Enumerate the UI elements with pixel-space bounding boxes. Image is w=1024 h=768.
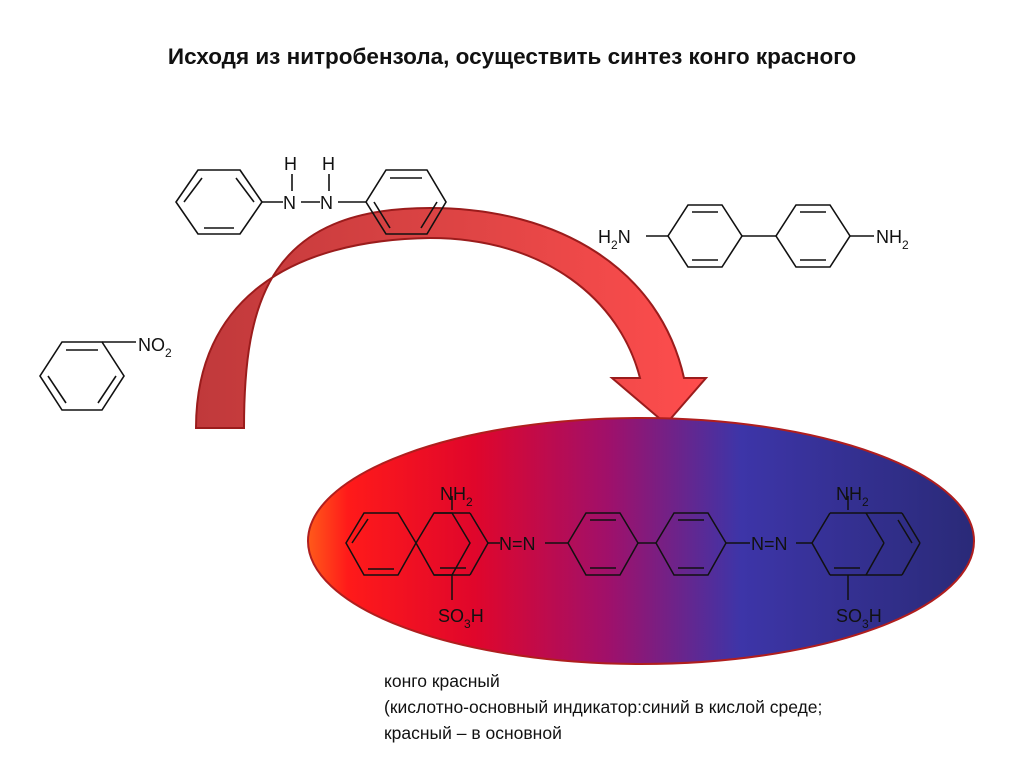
caption: конго красный (кислотно-основный индикат… bbox=[384, 668, 822, 746]
nitro-group: NO2 bbox=[138, 335, 172, 360]
benzidine-structure bbox=[646, 204, 874, 268]
congo-red-structure bbox=[345, 496, 921, 600]
hydrazo-n1: N bbox=[283, 193, 296, 213]
congo-right-azo: N=N bbox=[751, 534, 788, 554]
benzidine-left-amine: H2N bbox=[598, 227, 631, 252]
reaction-arrow bbox=[194, 206, 709, 429]
congo-right-sulfo: SO3H bbox=[836, 606, 882, 631]
caption-line-3: красный – в основной bbox=[384, 723, 562, 743]
caption-line-1: конго красный bbox=[384, 671, 500, 691]
congo-red-ellipse bbox=[307, 417, 975, 665]
nitrobenzene-structure bbox=[39, 341, 136, 411]
page-title: Исходя из нитробензола, осуществить синт… bbox=[167, 44, 857, 69]
congo-left-azo: N=N bbox=[499, 534, 536, 554]
congo-left-amine: NH2 bbox=[440, 484, 473, 509]
caption-line-2: (кислотно-основный индикатор:синий в кис… bbox=[384, 697, 823, 717]
hydrazo-n2: N bbox=[320, 193, 333, 213]
hydrazobenzene-structure bbox=[175, 169, 447, 235]
congo-left-sulfo: SO3H bbox=[438, 606, 484, 631]
hydrazo-h1: H bbox=[284, 154, 297, 174]
congo-right-amine: NH2 bbox=[836, 484, 869, 509]
hydrazo-h2: H bbox=[322, 154, 335, 174]
benzidine-right-amine: NH2 bbox=[876, 227, 909, 252]
